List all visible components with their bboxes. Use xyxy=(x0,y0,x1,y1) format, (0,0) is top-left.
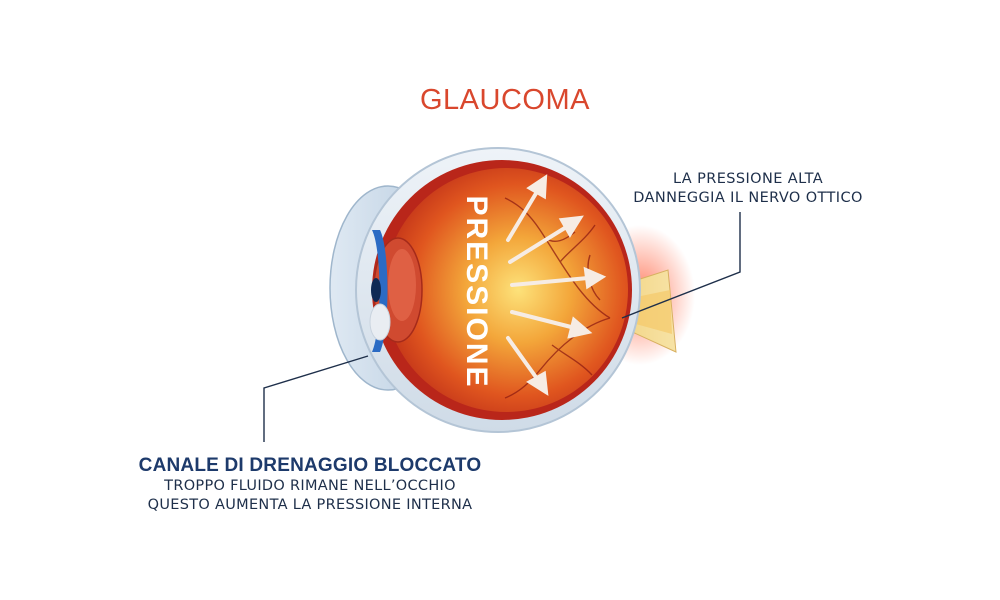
callout-left-heading: CANALE DI DRENAGGIO BLOCCATO xyxy=(80,455,540,477)
callout-right-line1: LA PRESSIONE ALTA xyxy=(608,170,888,189)
callout-left-line2: QUESTO AUMENTA LA PRESSIONE INTERNA xyxy=(80,496,540,515)
callout-left-line1: TROPPO FLUIDO RIMANE NELL’OCCHIO xyxy=(80,477,540,496)
pressure-label: PRESSIONE xyxy=(460,195,493,388)
callout-optic-nerve: LA PRESSIONE ALTA DANNEGGIA IL NERVO OTT… xyxy=(608,170,888,208)
callout-drainage: CANALE DI DRENAGGIO BLOCCATO TROPPO FLUI… xyxy=(80,455,540,515)
pupil xyxy=(371,278,381,302)
callout-right-line2: DANNEGGIA IL NERVO OTTICO xyxy=(608,189,888,208)
blocked-drainage-canal xyxy=(370,304,390,340)
